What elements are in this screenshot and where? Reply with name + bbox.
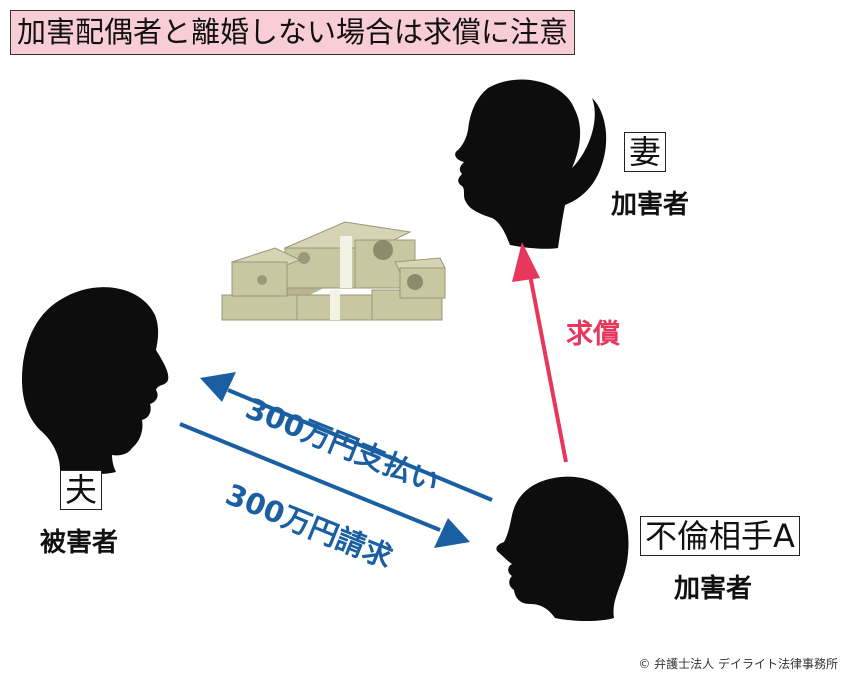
wife-silhouette: [455, 79, 607, 249]
claim-arrow: [179, 422, 470, 548]
wife-label: 加害者: [611, 190, 690, 220]
husband-role-box: 夫: [60, 470, 103, 510]
lover-role-box: 不倫相手A: [640, 516, 800, 556]
reimbursement-text: 求償: [566, 319, 620, 350]
lover-silhouette: [496, 476, 629, 621]
reimbursement-arrow: [512, 242, 568, 463]
copyright-credit: © 弁護士法人 デイライト法律事務所: [638, 657, 838, 671]
husband-label: 被害者: [40, 528, 119, 558]
money-bundles-graphic: [221, 221, 446, 321]
lover-label: 加害者: [674, 574, 753, 604]
page-title: 加害配偶者と離婚しない場合は求償に注意: [10, 10, 576, 55]
wife-role-box: 妻: [624, 132, 667, 172]
husband-silhouette: [22, 287, 169, 475]
payment-arrow: [200, 372, 493, 502]
